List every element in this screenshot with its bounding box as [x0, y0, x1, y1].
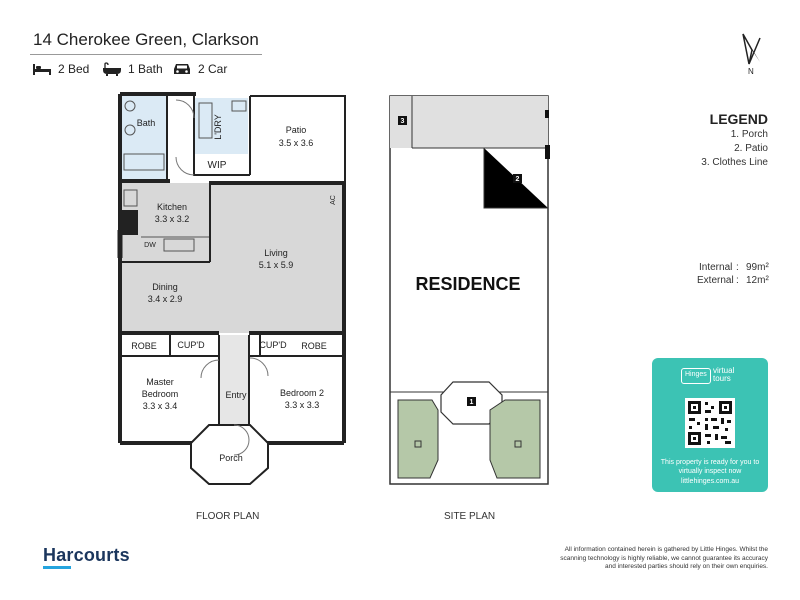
kitchen-size: 3.3 x 3.2	[155, 214, 190, 224]
hinges-logo-box	[681, 368, 711, 384]
legend-item-patio: 2. Patio	[734, 143, 768, 154]
bedroom2-label: Bedroom 2	[280, 388, 324, 398]
site-plan-caption: SITE PLAN	[444, 511, 496, 522]
virtual-tours-text: This property is ready for you to virtua…	[660, 459, 760, 475]
dining-label: Dining	[152, 282, 178, 292]
bed-count: 2 Bed	[58, 62, 90, 76]
bedroom2-size: 3.3 x 3.3	[285, 400, 320, 410]
laundry-label: L'DRY	[213, 114, 223, 140]
title-divider	[30, 54, 262, 55]
site-plan: 3 2 1 RESIDENCE	[389, 95, 550, 485]
car-icon	[174, 64, 190, 74]
residence-label: RESIDENCE	[415, 274, 520, 294]
master-size: 3.3 x 3.4	[143, 401, 178, 411]
master-label-2: Bedroom	[142, 389, 179, 399]
dining-size: 3.4 x 2.9	[148, 294, 183, 304]
virtual-tours-link[interactable]: littlehinges.com.au	[681, 478, 739, 485]
living-label: Living	[264, 248, 288, 258]
patio-label: Patio	[286, 125, 307, 135]
patio-size: 3.5 x 3.6	[279, 138, 314, 148]
car-feature: 2 Car	[172, 60, 227, 78]
entry-label: Entry	[225, 390, 247, 400]
harcourts-logo: Harcourts	[43, 545, 130, 565]
legend-item-clothes-line: 3. Clothes Line	[701, 157, 768, 168]
bed-feature: 2 Bed	[32, 60, 89, 78]
marker-3-label: 3	[401, 118, 405, 125]
porch-marker	[467, 397, 476, 406]
bath-icon	[103, 62, 121, 76]
clothes-line-marker	[398, 116, 407, 125]
patio-marker	[513, 174, 522, 183]
north-arrow-icon: N	[742, 33, 761, 76]
legend-title: LEGEND	[709, 111, 768, 127]
marker-2-label: 2	[516, 176, 520, 183]
ac-label: AC	[330, 195, 337, 205]
internal-separator: :	[736, 262, 739, 273]
virtual-word: virtual	[713, 366, 735, 375]
tours-word: tours	[713, 374, 731, 383]
living-size: 5.1 x 5.9	[259, 260, 294, 270]
porch-label: Porch	[219, 453, 243, 463]
wip-label: WIP	[208, 160, 227, 171]
brand-underline	[43, 566, 71, 569]
legend-item-porch: 1. Porch	[730, 129, 768, 140]
floor-plan-caption: FLOOR PLAN	[196, 511, 260, 522]
property-address: 14 Cherokee Green, Clarkson	[33, 30, 259, 49]
virtual-tours-logo: virtual tours	[713, 367, 734, 383]
external-area-label: External	[697, 275, 734, 286]
dishwasher-label: DW	[144, 242, 156, 249]
laundry-room	[194, 98, 248, 154]
qr-code-icon[interactable]	[685, 398, 735, 448]
hinges-logo-text: Hinges	[685, 371, 707, 378]
cupboard-left-label: CUP'D	[177, 340, 205, 350]
floor-plan: Bath L'DRY Patio 3.5 x 3.6 WIP Kitchen 3…	[117, 92, 346, 485]
marker-1-label: 1	[470, 399, 474, 406]
internal-area-label: Internal	[699, 262, 733, 273]
robe-right-label: ROBE	[301, 341, 327, 351]
kitchen-label: Kitchen	[157, 202, 187, 212]
external-area-value: 12m²	[746, 275, 769, 286]
bed-icon	[33, 64, 51, 75]
north-label: N	[748, 67, 754, 76]
cupboard-right-label: CUP'D	[259, 340, 287, 350]
car-count: 2 Car	[198, 62, 228, 76]
master-label-1: Master	[146, 377, 174, 387]
internal-area-value: 99m²	[746, 262, 769, 273]
bath-label: Bath	[137, 118, 156, 128]
external-separator: :	[736, 275, 739, 286]
bath-feature: 1 Bath	[102, 60, 163, 78]
bath-room	[122, 96, 167, 181]
bath-count: 1 Bath	[128, 62, 163, 76]
disclaimer-text: All information contained herein is gath…	[560, 546, 768, 570]
robe-left-label: ROBE	[131, 341, 157, 351]
